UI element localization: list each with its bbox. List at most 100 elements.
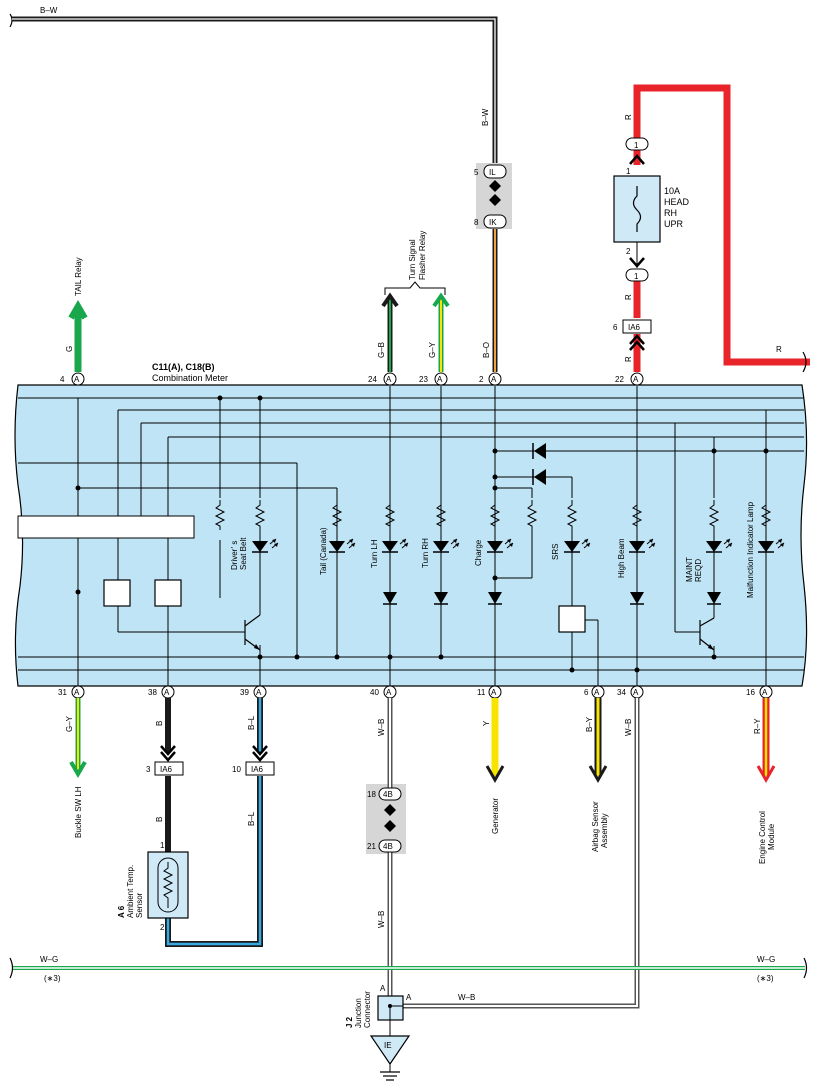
fuse-10a-head-rh-upr (613, 175, 661, 243)
ia6-top-connector: IA6 (622, 319, 652, 334)
bottom-pin-34: A 34 (617, 685, 644, 699)
fuse-line3: UPR (664, 219, 684, 229)
svg-text:IA6: IA6 (251, 765, 264, 774)
fuse-out-connector: 1 (625, 268, 649, 282)
bottom-pin-38: A 38 (148, 685, 175, 699)
svg-text:31: 31 (58, 688, 67, 697)
svg-text:IA6: IA6 (160, 765, 173, 774)
junction-label-1: Junction (354, 998, 363, 1028)
svg-text:A: A (762, 688, 768, 697)
turn-gy-wire (432, 292, 450, 372)
buckle-gy-label: G–Y (65, 715, 74, 732)
amb-bl-lower-label: B–L (247, 811, 256, 826)
tail-canada-label: Tail (Canada) (319, 527, 328, 575)
svg-text:1: 1 (634, 272, 639, 281)
svg-text:1: 1 (634, 141, 639, 150)
airbag-by-label: B–Y (585, 716, 594, 732)
svg-text:IA6: IA6 (628, 323, 641, 332)
ambient-label-1: Ambient Temp. (126, 865, 135, 918)
svg-text:A: A (256, 688, 262, 697)
ambient-id: A 6 (117, 905, 126, 918)
4b-top-connector: 4B (378, 787, 402, 801)
r-low-label: R (624, 356, 633, 362)
bottom-pin-11: A 11 (477, 685, 502, 699)
fuse-in-connector: 1 (625, 137, 649, 151)
ambient-temp-sensor (147, 851, 189, 919)
svg-text:A: A (491, 688, 497, 697)
junction-dots (75, 395, 769, 673)
top-pin-22: A 22 (615, 372, 644, 386)
maint-label-2: REQD (694, 559, 703, 582)
svg-text:16: 16 (746, 688, 755, 697)
srs-driver-box (558, 605, 586, 633)
turn-gb-label: G–B (377, 342, 386, 358)
il-pin: 5 (474, 168, 479, 177)
svg-text:2: 2 (479, 375, 484, 384)
turn-signal-label-1: Turn Signal (408, 239, 417, 280)
wg-left-note: (∗3) (44, 974, 61, 983)
ia6-bl-pin: 10 (232, 765, 241, 774)
r-right-label: R (776, 345, 782, 354)
ground-label: IE (384, 1041, 392, 1050)
svg-text:A: A (386, 375, 392, 384)
svg-text:4: 4 (60, 375, 65, 384)
fuse-rating: 10A (664, 186, 680, 196)
drivers-seat-belt-label-2: Seat Belt (239, 537, 248, 570)
maint-label-1: MAINT (685, 557, 694, 582)
svg-text:IK: IK (489, 218, 497, 227)
tail-relay-label: TAIL Relay (74, 257, 83, 296)
svg-text:A: A (594, 688, 600, 697)
svg-text:4B: 4B (383, 842, 393, 851)
ia6-bl-connector: IA6 (245, 761, 275, 776)
turn-gb-wire (381, 292, 399, 372)
junction-a-right: A (406, 993, 412, 1002)
svg-text:24: 24 (368, 375, 377, 384)
svg-text:40: 40 (370, 688, 379, 697)
generator-label: Generator (491, 798, 500, 834)
amb-bl-upper-label: B–L (247, 715, 256, 730)
gauge-block (17, 515, 195, 539)
top-pin-24: A 24 (368, 372, 397, 386)
sensor-pin-2: 2 (160, 923, 165, 932)
bottom-pin-16: A 16 (746, 685, 773, 699)
svg-text:A: A (164, 688, 170, 697)
svg-text:11: 11 (477, 688, 486, 697)
engine-ry-wire (756, 698, 776, 784)
buckle-sw-label: Buckle SW LH (74, 786, 83, 838)
meter-name: Combination Meter (152, 373, 228, 383)
wb-34-label: W–B (624, 719, 633, 736)
airbag-label-2: Assembly (600, 813, 609, 848)
4b-bot-connector: 4B (378, 839, 402, 853)
ia6-b-connector: IA6 (154, 761, 184, 776)
airbag-by-wire (588, 698, 608, 784)
engine-label-1: Engine Control (758, 811, 767, 864)
bottom-pin-39: A 39 (240, 685, 267, 699)
svg-text:23: 23 (419, 375, 428, 384)
wb-upper-label: W–B (377, 719, 386, 736)
junction-label-2: Connector (363, 991, 372, 1028)
high-beam-label: High Beam (617, 538, 626, 578)
svg-text:A: A (74, 375, 80, 384)
tail-g-wire (68, 300, 88, 372)
turn-lh-label: Turn LH (370, 539, 379, 568)
ik-connector: IK (483, 214, 507, 229)
engine-label-2: Module (767, 823, 776, 850)
tail-g-label: G (65, 346, 74, 352)
airbag-label-1: Airbag Sensor (591, 801, 600, 852)
gen-y-label: Y (482, 720, 491, 726)
meter-id: C11(A), C18(B) (152, 362, 215, 372)
svg-text:22: 22 (615, 375, 624, 384)
wg-right-label: W–G (757, 955, 775, 964)
buckle-gy-wire (69, 698, 87, 778)
amb-b-upper-label: B (155, 721, 164, 726)
generator-y-wire (485, 698, 505, 784)
ambient-label-2: Sensor (135, 892, 144, 918)
il-connector: IL (483, 164, 507, 179)
ia6-top-pin: 6 (613, 323, 618, 332)
charge-label: Charge (474, 539, 483, 566)
svg-text:A: A (633, 375, 639, 384)
ambient-bl-wire (165, 698, 263, 947)
top-bw-label: B–W (40, 6, 58, 15)
bo-label: B–O (482, 342, 491, 358)
wb-34-wire (403, 698, 640, 1009)
